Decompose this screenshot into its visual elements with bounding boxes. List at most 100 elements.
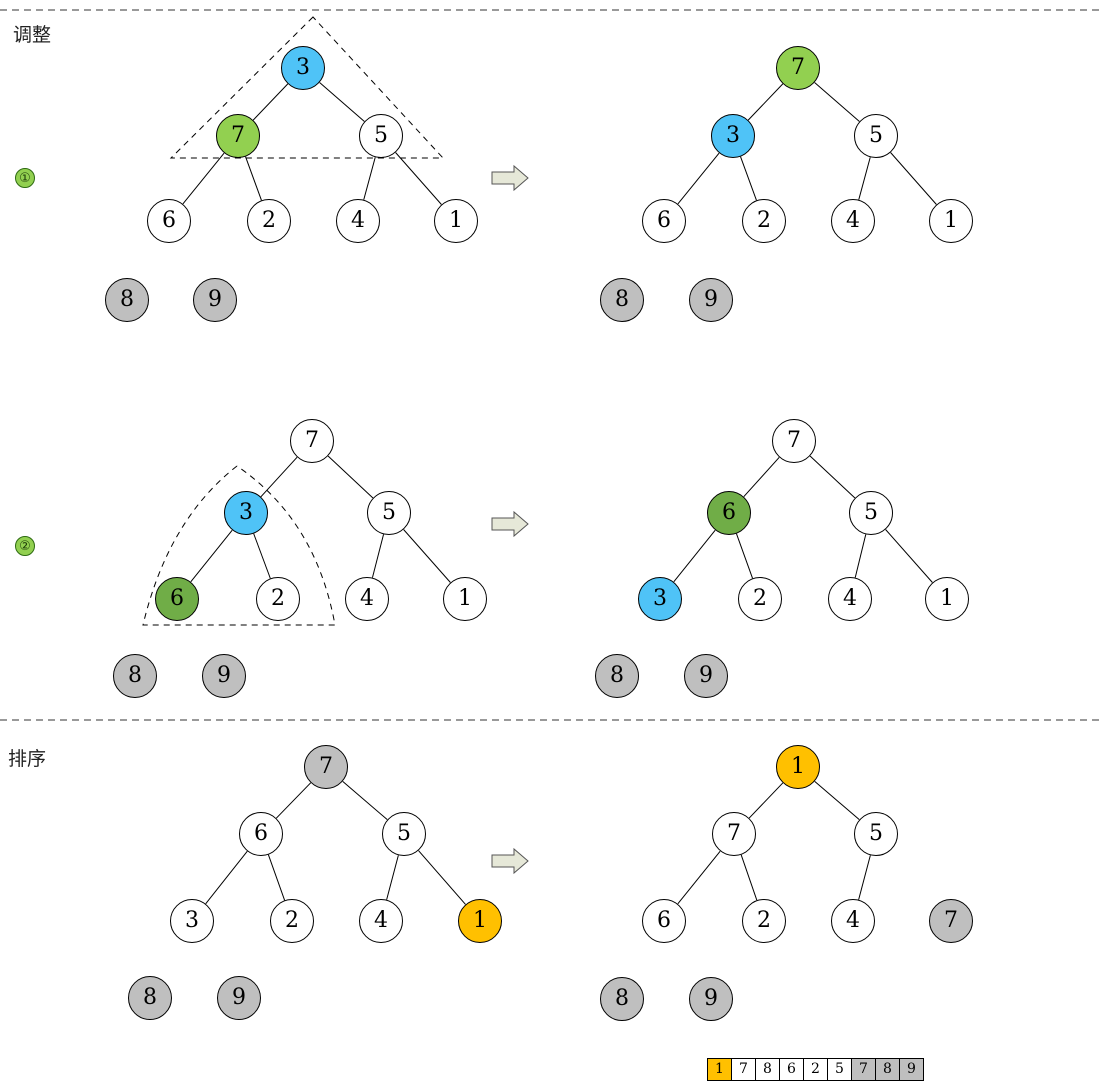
- step1-before-node: 1: [434, 199, 478, 243]
- sort-before-edge: [267, 854, 286, 901]
- step2-after-edge: [673, 529, 716, 583]
- step2-before-node: 4: [345, 577, 389, 621]
- step2-after-edge: [809, 455, 856, 499]
- step1-before-edge: [182, 152, 225, 205]
- step1-after-node: 4: [831, 199, 875, 243]
- sort-before-edge: [205, 850, 248, 905]
- step1-before-node: 5: [359, 114, 403, 158]
- step1-after-node: 7: [776, 46, 820, 90]
- section-label-adjust: 调整: [13, 24, 52, 46]
- step2-before-node: 3: [224, 491, 268, 535]
- step1-after-node: 5: [854, 114, 898, 158]
- step1-before-sorted-node: 8: [105, 278, 149, 322]
- step2-before-sorted-node: 9: [202, 654, 246, 698]
- step1-before-node: 4: [336, 199, 380, 243]
- sort-after-node: 7: [712, 812, 756, 856]
- array-cell: 5: [828, 1059, 852, 1080]
- sort-before-edge: [342, 780, 388, 821]
- sort-after-node: 2: [742, 899, 786, 943]
- step2-after-sorted-node: 8: [595, 654, 639, 698]
- array-cell: 1: [708, 1059, 732, 1080]
- sort-after-node: 5: [854, 812, 898, 856]
- sort-after-node: 4: [831, 899, 875, 943]
- array-cell: 9: [900, 1059, 923, 1080]
- step1-before-sorted-node: 9: [193, 278, 237, 322]
- step2-before-node: 2: [256, 577, 300, 621]
- step2-after-node: 3: [638, 577, 682, 621]
- step2-after-edge: [743, 456, 780, 498]
- step2-after-sorted-node: 9: [684, 654, 728, 698]
- step2-before-edge: [190, 529, 233, 583]
- sort-before-node: 4: [359, 899, 403, 943]
- step1-before-edge: [395, 152, 442, 205]
- step1-before-edge: [319, 82, 365, 122]
- step2-before-node: 5: [367, 491, 411, 535]
- step1-before-node: 3: [281, 46, 325, 90]
- sort-after-node: 6: [642, 899, 686, 943]
- step2-after-node: 2: [738, 577, 782, 621]
- step1-after-node: 6: [642, 199, 686, 243]
- sort-after-node: 1: [776, 745, 820, 789]
- step2-before-node: 1: [443, 577, 487, 621]
- sort-before-node: 6: [239, 812, 283, 856]
- transition-arrow-icon: [491, 847, 529, 875]
- sort-before-node: 3: [170, 899, 214, 943]
- sort-after-edge: [677, 850, 721, 905]
- step1-before-node: 2: [247, 199, 291, 243]
- step1-before-node: 6: [147, 199, 191, 243]
- step2-before-edge: [371, 534, 385, 578]
- step2-before-edge: [260, 456, 298, 498]
- step2-before-node: 7: [290, 419, 334, 463]
- step1-after-edge: [747, 83, 784, 121]
- transition-arrow-icon: [491, 510, 529, 538]
- step1-after-edge: [858, 157, 871, 200]
- step2-after-node: 5: [849, 491, 893, 535]
- highlight-sector: [142, 465, 336, 626]
- step1-after-edge: [814, 82, 860, 122]
- sort-before-sorted-node: 9: [217, 976, 261, 1020]
- step1-before-edge: [363, 157, 376, 200]
- sort-before-edge: [386, 855, 399, 900]
- transition-arrow-icon: [491, 164, 529, 192]
- sort-before-edge: [275, 782, 312, 819]
- sort-after-sorted-node: 9: [689, 977, 733, 1021]
- step2-after-node: 7: [772, 419, 816, 463]
- array-cell: 8: [876, 1059, 900, 1080]
- sort-after-edge: [814, 780, 860, 821]
- step1-after-edge: [890, 152, 937, 205]
- step2-before-edge: [403, 529, 451, 583]
- sort-before-node: 2: [270, 899, 314, 943]
- sort-before-node: 1: [458, 899, 502, 943]
- step1-after-edge: [677, 152, 720, 205]
- step1-after-sorted-node: 8: [600, 278, 644, 322]
- highlight-triangle: [169, 16, 445, 159]
- step-badge-2: ②: [15, 536, 35, 556]
- step2-after-edge: [854, 534, 867, 578]
- sort-after-sorted-node: 8: [600, 977, 644, 1021]
- step1-after-node: 3: [711, 114, 755, 158]
- sort-before-node: 7: [304, 745, 348, 789]
- sort-after-node: 7: [929, 899, 973, 943]
- array-cell: 2: [804, 1059, 828, 1080]
- step1-after-edge: [740, 156, 757, 201]
- step-badge-1: ①: [15, 168, 35, 188]
- sort-after-edge: [748, 782, 784, 819]
- sort-after-edge: [740, 854, 758, 901]
- step1-before-node: 7: [216, 114, 260, 158]
- array-cell: 7: [732, 1059, 756, 1080]
- step2-before-edge: [253, 533, 271, 579]
- step2-after-node: 1: [925, 577, 969, 621]
- array-cell: 8: [756, 1059, 780, 1080]
- step2-after-edge: [885, 529, 933, 583]
- step2-before-node: 6: [155, 577, 199, 621]
- sort-before-sorted-node: 8: [128, 976, 172, 1020]
- step1-after-node: 1: [929, 199, 973, 243]
- step2-after-node: 6: [707, 491, 751, 535]
- step1-after-node: 2: [742, 199, 786, 243]
- step1-before-edge: [252, 83, 289, 121]
- step2-after-edge: [735, 533, 754, 579]
- step2-before-edge: [327, 455, 374, 499]
- section-label-sort: 排序: [8, 748, 47, 770]
